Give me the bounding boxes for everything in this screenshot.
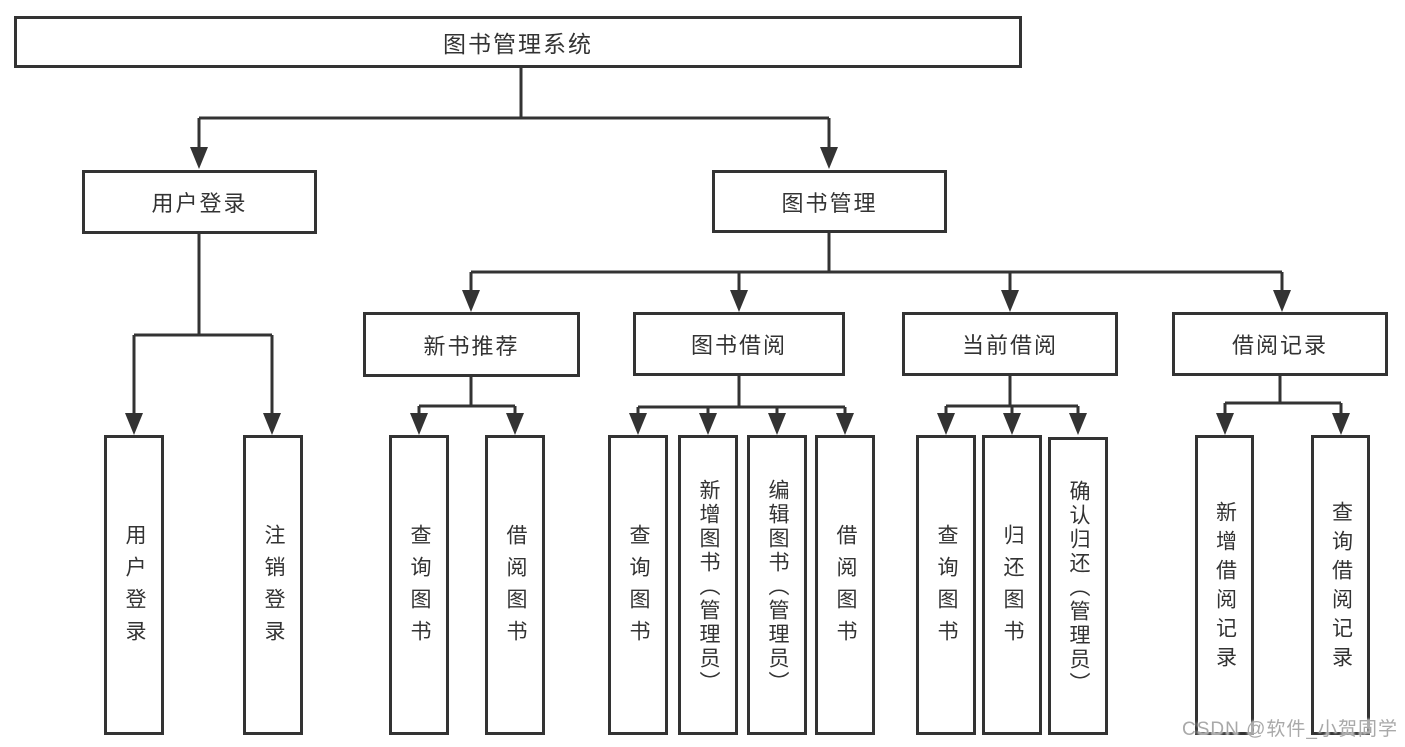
node-book-borrowing: 图书借阅: [633, 312, 845, 376]
node-library-management-system: 图书管理系统: [14, 16, 1022, 68]
node-book-management-branch: 图书管理: [712, 170, 947, 233]
leaf-add-books-admin: 新增图书（管理员）: [678, 435, 738, 735]
node-borrowing-records: 借阅记录: [1172, 312, 1388, 376]
leaf-return-books: 归还图书: [982, 435, 1042, 735]
node-user-login-branch: 用户登录: [82, 170, 317, 234]
leaf-add-borrow-record: 新增借阅记录: [1195, 435, 1254, 735]
leaf-query-books-current: 查询图书: [916, 435, 976, 735]
leaf-logout: 注销登录: [243, 435, 303, 735]
leaf-query-books-recommend: 查询图书: [389, 435, 449, 735]
leaf-query-borrow-record: 查询借阅记录: [1311, 435, 1370, 735]
leaf-borrow-books-recommend: 借阅图书: [485, 435, 545, 735]
node-current-borrowing: 当前借阅: [902, 312, 1118, 376]
leaf-query-books-borrow: 查询图书: [608, 435, 668, 735]
leaf-borrow-books: 借阅图书: [815, 435, 875, 735]
leaf-confirm-return-admin: 确认归还（管理员）: [1048, 437, 1108, 735]
leaf-edit-books-admin: 编辑图书（管理员）: [747, 435, 807, 735]
csdn-watermark: CSDN @软件_小贺同学: [1182, 719, 1398, 740]
leaf-user-login: 用户登录: [104, 435, 164, 735]
node-new-book-recommendation: 新书推荐: [363, 312, 580, 377]
